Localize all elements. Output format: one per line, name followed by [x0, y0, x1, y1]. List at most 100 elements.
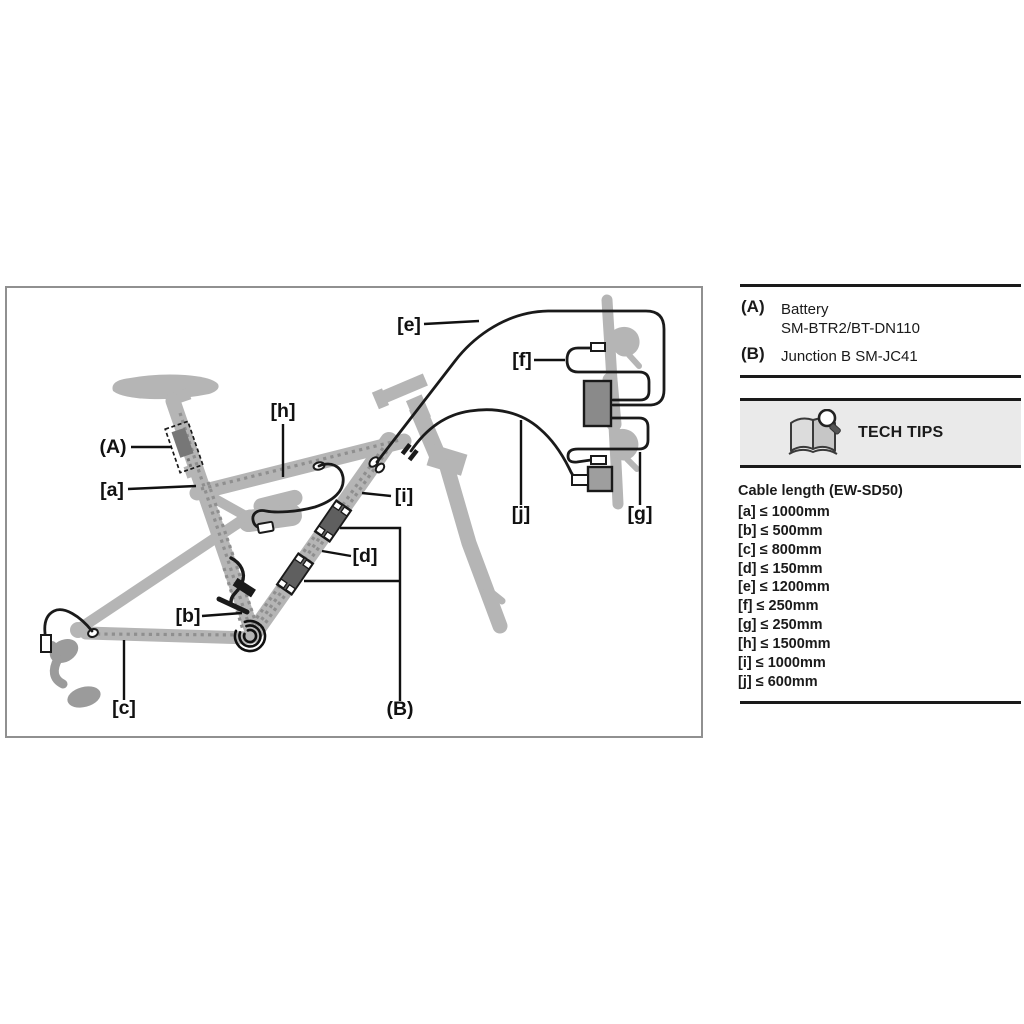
- stem: [380, 373, 428, 404]
- sidebar-rule-mid: [740, 375, 1021, 378]
- callout-leaders: [122, 319, 642, 701]
- junction-a-box: [582, 379, 613, 428]
- cable-length-item: [i] ≤ 1000mm: [738, 654, 826, 671]
- cable-length-item: [h] ≤ 1500mm: [738, 635, 831, 652]
- battery-unit: [164, 420, 204, 474]
- inline-connector-1-tab: [331, 500, 343, 512]
- inline-connector-2: [275, 551, 315, 597]
- label-c: [c]: [112, 697, 136, 719]
- sidebar-rule-top: [740, 284, 1021, 287]
- seatstay: [76, 509, 256, 633]
- book-left-page: [790, 417, 814, 452]
- front-derailleur-cage: [216, 596, 250, 615]
- coil-arc-2: [238, 624, 262, 648]
- cable-length-list: [a] ≤ 1000mm [b] ≤ 500mm [c] ≤ 800mm [d]…: [738, 503, 831, 691]
- shifter-lower-lever: [624, 456, 640, 472]
- rd-cage: [49, 654, 68, 689]
- inline-connector-1-tab: [340, 506, 352, 517]
- legend-key-b: (B): [741, 344, 765, 363]
- leader-b: [201, 611, 243, 618]
- rear-dropout: [70, 622, 86, 638]
- leader-i: [361, 491, 392, 498]
- bar-clamp-prong-2: [407, 449, 419, 462]
- connector-tab-rd: [40, 634, 52, 653]
- label-battery: (A): [99, 436, 126, 458]
- cable-length-item: [e] ≤ 1200mm: [738, 579, 830, 596]
- sidebar-rule-bottom: [740, 701, 1021, 704]
- callout-labels: (A) [a] [h] [e] [f] [i] [j] [g] [d] [b] …: [99, 314, 652, 720]
- cable-length-item: [d] ≤ 150mm: [738, 560, 823, 577]
- battery-body: [171, 427, 194, 458]
- inline-connector-1-tab: [323, 530, 335, 542]
- inline-connector-1: [313, 498, 353, 544]
- label-j: [j]: [512, 503, 530, 525]
- cable-length-item: [b] ≤ 500mm: [738, 522, 823, 539]
- label-junction-b: (B): [386, 698, 413, 720]
- tech-tips-banner: TECH TIPS: [740, 398, 1021, 468]
- diagram-frame: [5, 286, 703, 738]
- connector-tab-j: [571, 474, 589, 486]
- magnifier-lens: [817, 409, 837, 428]
- leader-d: [321, 549, 352, 558]
- label-d: [d]: [353, 545, 378, 567]
- cable-length-heading: Cable length (EW-SD50): [738, 483, 903, 499]
- inline-connector-2-tab: [302, 559, 314, 570]
- leader-e: [423, 319, 480, 326]
- cable-length-item: [c] ≤ 800mm: [738, 541, 822, 558]
- magnifier-handle: [829, 423, 841, 435]
- label-g: [g]: [628, 503, 653, 525]
- label-f: [f]: [512, 349, 531, 371]
- tech-tips-label: TECH TIPS: [858, 424, 944, 441]
- wire-seat-tube-b: [206, 481, 259, 627]
- wire-seat-tube-c: [222, 567, 245, 631]
- wire-chainstay-c: [96, 632, 247, 637]
- stem-clamp: [371, 388, 390, 410]
- label-h: [h]: [271, 400, 296, 422]
- shifter-upper: [613, 326, 640, 357]
- cable-g: [566, 416, 650, 464]
- front-derailleur-bracket: [232, 577, 256, 598]
- bar-clamp-prong-1: [400, 443, 412, 456]
- label-b: [b]: [176, 605, 201, 627]
- label-a: [a]: [100, 479, 124, 501]
- legend-a-model: SM-BTR2/BT-DN110: [781, 320, 920, 337]
- battery-dashed-outline: [164, 420, 204, 474]
- connector-down-tube-2: [374, 462, 386, 474]
- cable-f: [565, 346, 651, 402]
- cable-length-item: [j] ≤ 600mm: [738, 673, 818, 690]
- cable-length-item: [a] ≤ 1000mm: [738, 504, 830, 520]
- inline-connector-2-tab: [285, 583, 297, 595]
- bike-frame: [70, 294, 642, 645]
- legend-key-a: (A): [741, 297, 765, 316]
- saddle: [112, 374, 219, 400]
- cable-e: [375, 309, 666, 464]
- junction-b-coil: [233, 619, 267, 653]
- top-tube: [189, 433, 412, 501]
- leader-junction-b-bracket: [304, 526, 402, 701]
- bar-component-box: [586, 465, 614, 493]
- legend-a-name: Battery: [781, 301, 829, 318]
- fork-arch: [483, 585, 506, 605]
- connector-tab-h-end: [256, 520, 275, 534]
- cable-h-loop: [251, 462, 345, 530]
- cable-length-item: [f] ≤ 250mm: [738, 598, 819, 615]
- inline-connector-2-tab: [276, 578, 288, 589]
- rear-derailleur: [47, 639, 101, 708]
- legend-b-name: Junction B SM-JC41: [781, 348, 918, 365]
- battery-wire-dots: [186, 457, 193, 469]
- label-i: [i]: [395, 485, 413, 507]
- cable-j: [409, 408, 579, 482]
- coil-arc-1: [242, 628, 258, 644]
- fork-leg: [439, 459, 508, 634]
- leader-a: [127, 484, 197, 491]
- inline-connector-1-tab: [314, 525, 326, 536]
- label-e: [e]: [397, 314, 421, 336]
- connector-tab-g: [590, 455, 607, 465]
- shifter-upper-lever: [626, 352, 642, 369]
- book-bottom-edge: [788, 448, 838, 455]
- connector-down-tube-1: [368, 456, 380, 468]
- wire-top-tube-h: [200, 438, 401, 491]
- cable-length-item: [g] ≤ 250mm: [738, 617, 823, 634]
